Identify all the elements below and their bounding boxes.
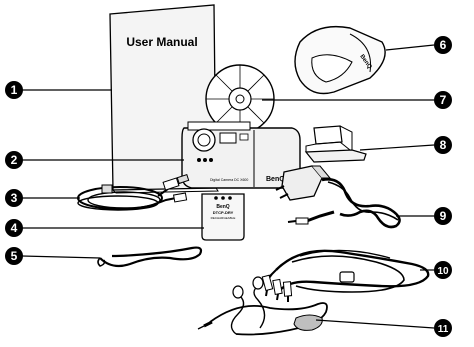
camera-brand: BenQ (266, 176, 285, 183)
svg-text:4: 4 (11, 221, 18, 235)
svg-text:7: 7 (440, 93, 447, 107)
battery-model: DTCP-DRY (213, 210, 234, 215)
callout-5: 5 (5, 247, 23, 265)
callout-leader-lines (21, 44, 435, 329)
manual-title: User Manual (126, 35, 197, 49)
earphones (197, 276, 328, 336)
callout-1: 1 (5, 81, 23, 99)
battery: BenQ DTCP-DRY RECHARGEABLE (201, 193, 245, 241)
svg-text:5: 5 (11, 249, 18, 263)
callout-6: 6 (434, 36, 452, 54)
callout-2: 2 (5, 151, 23, 169)
camera-pouch: BenQ (294, 25, 386, 95)
battery-text: RECHARGEABLE (211, 216, 236, 220)
svg-text:2: 2 (11, 153, 18, 167)
callout-8: 8 (434, 136, 452, 154)
battery-charger (304, 125, 367, 163)
ac-adapter (275, 165, 401, 229)
wrist-strap (97, 246, 203, 268)
digital-camera: Digital Camera DC X600 BenQ (181, 121, 301, 189)
battery-brand: BenQ (216, 204, 229, 210)
svg-text:9: 9 (440, 209, 447, 223)
callout-11: 11 (434, 319, 452, 337)
cd-rom (205, 64, 275, 134)
usb-cable (77, 173, 190, 211)
svg-text:6: 6 (440, 38, 447, 52)
av-cable (261, 249, 430, 302)
callout-7: 7 (434, 91, 452, 109)
svg-text:10: 10 (437, 266, 449, 277)
callout-9: 9 (434, 207, 452, 225)
camera-model-text: Digital Camera DC X600 (210, 178, 248, 182)
svg-text:11: 11 (438, 324, 449, 335)
callout-badges: 1 2 3 4 5 6 7 8 (5, 36, 452, 337)
svg-text:1: 1 (11, 83, 18, 97)
callout-10: 10 (434, 261, 452, 279)
callout-4: 4 (5, 219, 23, 237)
svg-text:3: 3 (11, 191, 18, 205)
callout-3: 3 (5, 189, 23, 207)
svg-text:8: 8 (440, 138, 447, 152)
